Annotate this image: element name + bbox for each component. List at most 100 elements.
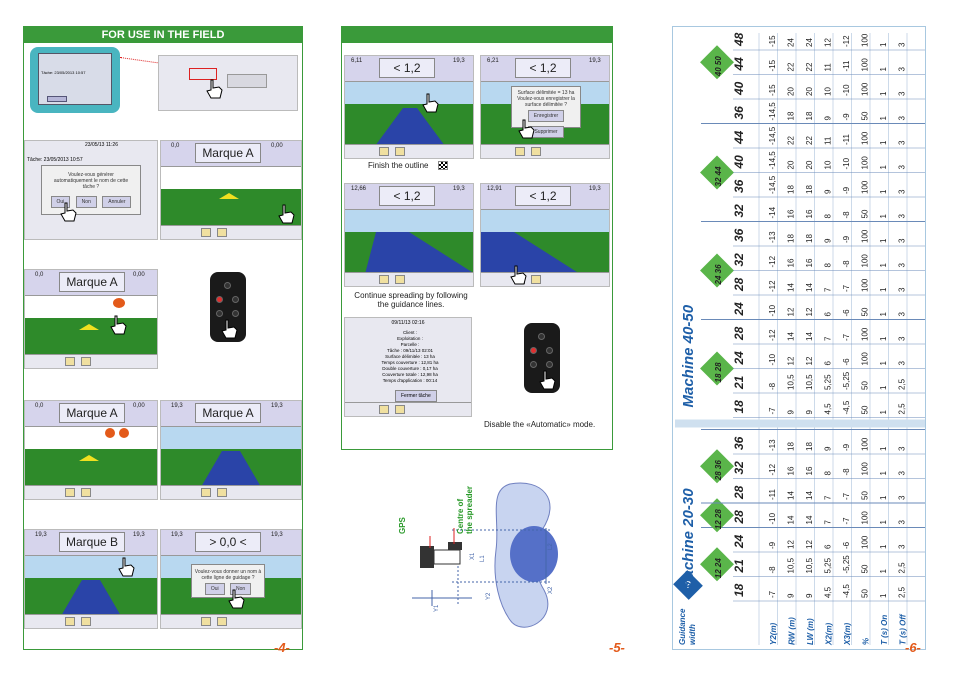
hand-pointer-icon bbox=[422, 93, 439, 113]
table-cell: 3 bbox=[898, 312, 907, 317]
table-cell: 3 bbox=[898, 238, 907, 243]
table-cell: -4,5 bbox=[842, 400, 851, 414]
surface-dialog-shot: 6,21 < 1,2 19,3 Surface délimitée = 13 h… bbox=[480, 55, 610, 159]
guidance-name-dialog: Voulez-vous donner un nom à cette ligne … bbox=[191, 564, 265, 598]
diagram-l2-label: L2 bbox=[548, 543, 554, 550]
table-cell: -8 bbox=[842, 211, 851, 219]
table-cell: 18 bbox=[805, 185, 814, 194]
page-header: FOR USE IN THE FIELD bbox=[24, 27, 302, 43]
table-cell: -8 bbox=[768, 382, 777, 390]
table-cell: -11 bbox=[842, 133, 851, 145]
table-cell: -4,5 bbox=[842, 584, 851, 598]
spreading-shot-1: 12,66 < 1,2 19,3 bbox=[344, 183, 474, 287]
cancel-button[interactable]: Annuler bbox=[102, 196, 132, 208]
table-cell: 100 bbox=[861, 229, 870, 243]
hand-pointer-icon bbox=[221, 319, 238, 339]
delete-button[interactable]: Supprimer bbox=[528, 126, 564, 138]
table-cell: -7 bbox=[768, 407, 777, 415]
table-cell: 50 bbox=[861, 307, 870, 316]
range-label: 18 28 bbox=[714, 362, 723, 383]
table-cell: 100 bbox=[861, 58, 870, 72]
table-cell: 1 bbox=[879, 410, 888, 415]
table-cell: 1 bbox=[879, 42, 888, 47]
table-cell: -15 bbox=[768, 35, 777, 47]
table-cell: 6 bbox=[824, 312, 833, 317]
guide-value: < 1,2 bbox=[515, 186, 571, 206]
table-cell: 3 bbox=[898, 165, 907, 170]
width-value: 32 bbox=[732, 461, 746, 475]
table-cell: 3 bbox=[898, 544, 907, 549]
table-cell: 14 bbox=[787, 515, 796, 524]
table-cell: 8 bbox=[824, 471, 833, 476]
table-cell: 10,5 bbox=[787, 557, 796, 573]
summary-line: Temps couverture : 12,81 ha bbox=[381, 360, 439, 365]
width-value: 36 bbox=[732, 436, 746, 450]
table-cell: 18 bbox=[787, 234, 796, 243]
summary-list: Client :Exploitation :Parcelle :Tâche : … bbox=[365, 330, 455, 384]
width-value: 28 bbox=[732, 510, 746, 525]
summary-line: Surface délimitée : 13 ha bbox=[385, 354, 435, 359]
tablet-button[interactable] bbox=[47, 96, 67, 102]
table-cell: -14,5 bbox=[768, 126, 777, 145]
diagram-x2-label: X2 bbox=[548, 586, 554, 594]
hand-pointer-icon bbox=[278, 204, 295, 224]
table-cell: 3 bbox=[898, 67, 907, 72]
table-cell: -12 bbox=[768, 280, 777, 292]
table-cell: 18 bbox=[805, 234, 814, 243]
summary-line: Temps d'application : 00:14 bbox=[382, 378, 438, 383]
range-label: 32 44 bbox=[714, 166, 723, 187]
table-cell: -6 bbox=[842, 309, 851, 317]
table-cell: 50 bbox=[861, 491, 870, 500]
yes-button[interactable]: Oui bbox=[204, 583, 225, 595]
table-cell: 14 bbox=[805, 491, 814, 500]
table-cell: 18 bbox=[805, 111, 814, 120]
width-value: 36 bbox=[732, 106, 746, 120]
table-cell: 1 bbox=[879, 520, 888, 525]
table-cell: -9 bbox=[842, 113, 851, 121]
table-cell: 1 bbox=[879, 287, 888, 292]
table-cell: 14 bbox=[787, 283, 796, 292]
table-cell: 20 bbox=[805, 160, 814, 169]
table-cell: 12 bbox=[787, 540, 796, 549]
table-cell: -7 bbox=[842, 284, 851, 292]
table-cell: -15 bbox=[768, 59, 777, 71]
table-cell: 14 bbox=[805, 283, 814, 292]
marque-label: Marque A bbox=[195, 403, 261, 423]
table-cell: -8 bbox=[842, 260, 851, 268]
table-cell: 1 bbox=[879, 336, 888, 341]
close-task-button[interactable]: Fermer tâche bbox=[395, 390, 437, 402]
width-value: 32 bbox=[732, 204, 746, 218]
table-cell: 4,5 bbox=[824, 403, 833, 415]
table-cell: 20 bbox=[805, 87, 814, 96]
width-value: 36 bbox=[732, 179, 746, 193]
table-cell: -6 bbox=[842, 358, 851, 366]
table-cell: 20 bbox=[787, 87, 796, 96]
table-cell: 9 bbox=[805, 410, 814, 415]
table-cell: 24 bbox=[787, 38, 796, 47]
table-cell: -7 bbox=[768, 590, 777, 598]
width-value: 28 bbox=[732, 485, 746, 500]
table-cell: -10 bbox=[768, 512, 777, 524]
table-cell: 10,5 bbox=[805, 374, 814, 390]
summary-date: 09/11/13 02:16 bbox=[391, 320, 425, 326]
table-cell: 50 bbox=[861, 209, 870, 218]
table-cell: 22 bbox=[787, 136, 796, 145]
caption-disable: Disable the «Automatic» mode. bbox=[484, 420, 596, 429]
table-cell: 8 bbox=[824, 263, 833, 268]
save-button[interactable]: Enregistrer bbox=[527, 110, 565, 122]
table-cell: 5,25 bbox=[824, 374, 833, 390]
table-cell: 12 bbox=[805, 356, 814, 365]
row-label: LW (m) bbox=[806, 618, 815, 645]
table-cell: 100 bbox=[861, 462, 870, 476]
checkered-flag-icon bbox=[438, 161, 448, 170]
table-cell: 3 bbox=[898, 446, 907, 451]
row-label: X3(m) bbox=[843, 622, 852, 646]
no-button[interactable]: Non bbox=[75, 196, 97, 208]
summary-line: Couverture totale : 12,98 ha bbox=[382, 372, 438, 377]
hand-pointer-icon bbox=[206, 79, 223, 99]
table-cell: 6 bbox=[824, 361, 833, 366]
table-cell: 10,5 bbox=[805, 557, 814, 573]
table-cell: 100 bbox=[861, 278, 870, 292]
spreader-diagram bbox=[412, 482, 558, 628]
table-cell: 2,5 bbox=[898, 403, 907, 415]
